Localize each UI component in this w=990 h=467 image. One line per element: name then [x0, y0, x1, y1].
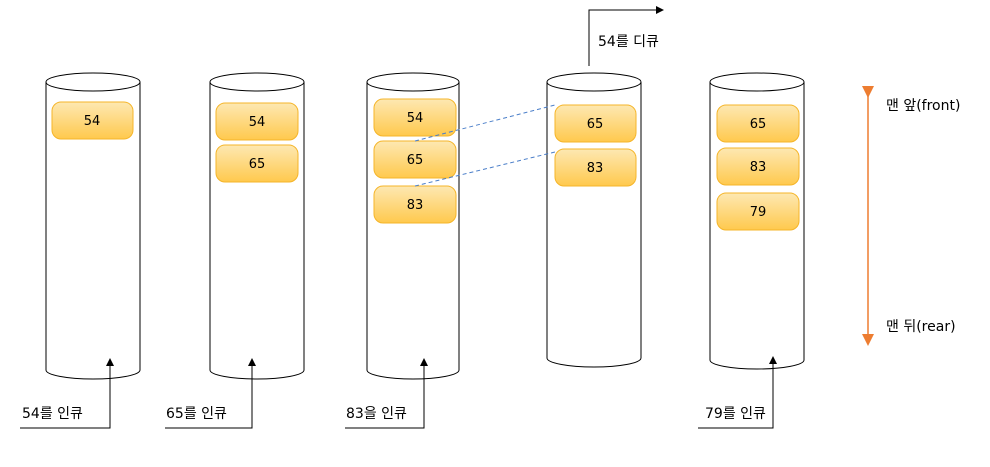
queue-item: 54	[51, 101, 134, 140]
queue-item: 83	[716, 147, 800, 186]
shift-lines	[414, 104, 556, 187]
queue-item: 65	[373, 140, 457, 179]
queue-item-value: 54	[84, 114, 101, 129]
queue-item: 65	[554, 104, 637, 143]
stage-1-items: 54	[51, 101, 134, 140]
caption-enqueue-79: 79를 인큐	[705, 406, 766, 422]
queue-item-value: 65	[587, 117, 604, 132]
queue-item-value: 83	[407, 198, 424, 213]
queue-item: 54	[215, 102, 299, 141]
queue-item-value: 79	[750, 205, 767, 220]
caption-enqueue-83: 83을 인큐	[346, 406, 407, 422]
rear-label: 맨 뒤(rear)	[886, 319, 956, 335]
queue-item-value: 83	[587, 161, 604, 176]
caption-dequeue-54: 54를 디큐	[598, 34, 659, 50]
stage-5-items: 65 83 79	[716, 104, 800, 231]
queue-item-value: 54	[407, 111, 424, 126]
queue-cylinder-1	[45, 72, 141, 380]
queue-item-value: 54	[249, 115, 266, 130]
queue-item-value: 65	[407, 153, 424, 168]
queue-item: 83	[373, 185, 457, 224]
enqueue-arrow-5	[698, 356, 777, 429]
dequeue-arrow	[588, 6, 664, 66]
queue-item: 65	[215, 144, 299, 183]
queue-item-value: 83	[750, 160, 767, 175]
stage-3-items: 54 65 83	[373, 98, 457, 224]
enqueue-arrow-2	[165, 358, 256, 429]
shift-line	[414, 151, 556, 187]
caption-enqueue-65: 65를 인큐	[166, 406, 227, 422]
queue-item: 83	[554, 148, 637, 187]
caption-enqueue-54: 54를 인큐	[22, 406, 83, 422]
queue-item: 54	[373, 98, 457, 137]
queue-item-value: 65	[249, 157, 266, 172]
queue-item: 65	[716, 104, 800, 143]
stage-4-items: 65 83	[554, 104, 637, 187]
shift-line	[414, 104, 556, 142]
stage-2-items: 54 65	[215, 102, 299, 183]
enqueue-arrow-1	[20, 358, 114, 429]
front-label: 맨 앞(front)	[886, 98, 960, 114]
queue-item: 79	[716, 192, 800, 231]
enqueue-arrow-3	[345, 358, 428, 429]
queue-item-value: 65	[750, 117, 767, 132]
